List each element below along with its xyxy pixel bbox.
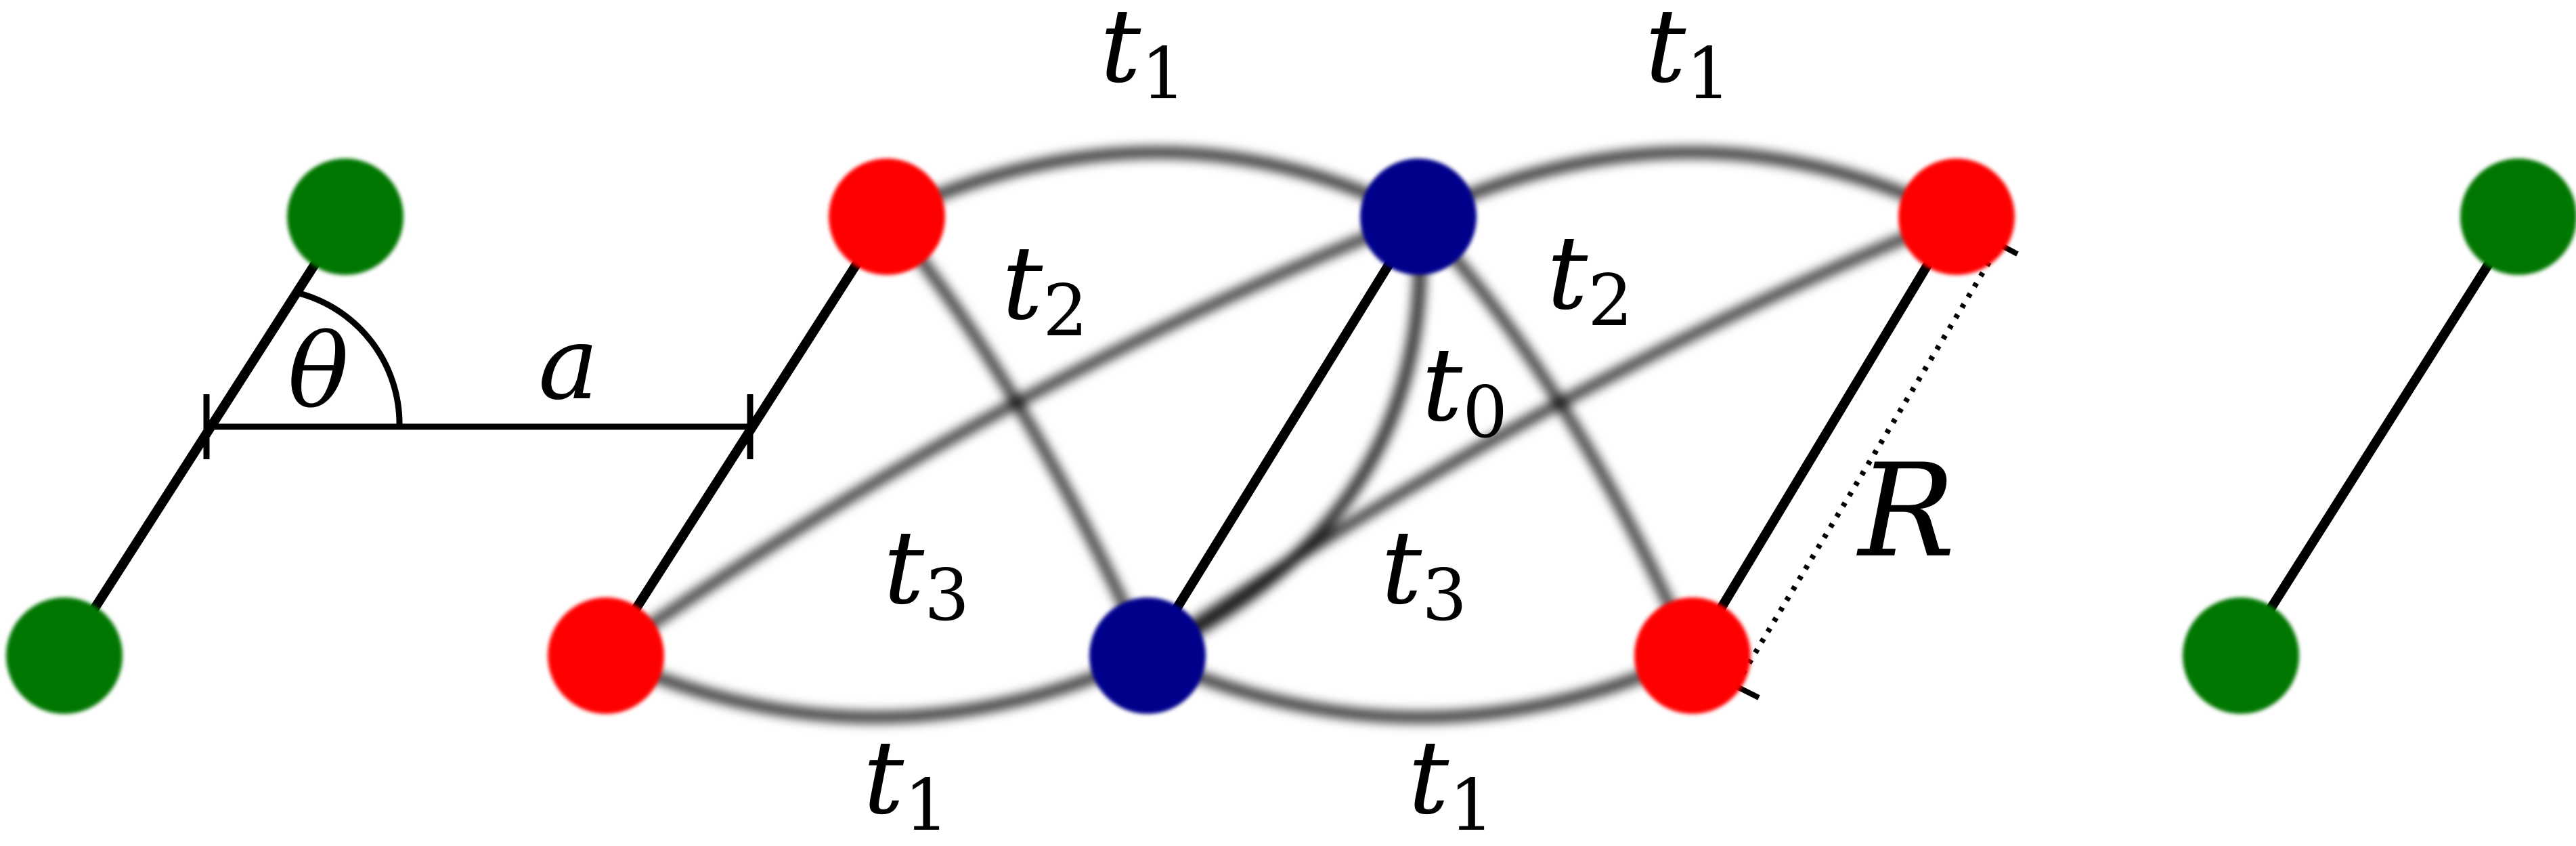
label-t1-bottom-right: t1 <box>1408 719 1494 846</box>
label-t2-left: t2 <box>1002 225 1088 352</box>
t0-curve <box>1141 211 1426 662</box>
t3-left-line <box>601 211 1424 661</box>
site-red-right-bottom <box>1634 597 1751 714</box>
bond-right-outer <box>2236 212 2523 660</box>
bond-red-right <box>1688 212 1961 660</box>
lattice-sites <box>6 158 2576 714</box>
t2-left-line <box>881 211 1153 661</box>
hopping-labels: t1 t1 t2 t2 t0 t3 t3 t1 t1 <box>863 0 1731 846</box>
label-theta: θ <box>288 313 349 431</box>
site-red-left-top <box>829 158 945 275</box>
site-outer-left-top <box>287 158 403 275</box>
theta-angle-arc <box>295 289 403 427</box>
label-t1-bottom-left: t1 <box>863 719 949 846</box>
label-t1-top-right: t1 <box>1645 0 1731 115</box>
hopping-paths <box>601 147 1962 723</box>
bond-blue <box>1143 212 1423 660</box>
t1-top-right-arc <box>1413 147 1962 222</box>
lattice-constant-marker <box>203 394 754 459</box>
label-R: R <box>1856 436 1955 586</box>
site-red-right-top <box>1898 158 2015 275</box>
label-t0: t0 <box>1422 326 1508 454</box>
dimer-bonds <box>60 212 2523 660</box>
site-blue-top <box>1360 158 1477 275</box>
site-blue-bottom <box>1089 597 1206 714</box>
site-red-left-bottom <box>548 597 664 714</box>
t2-right-line <box>1413 211 1698 661</box>
site-outer-right-top <box>2460 158 2576 275</box>
label-t3-left: t3 <box>883 509 969 637</box>
t1-top-left-arc <box>881 147 1424 222</box>
site-outer-right-bottom <box>2183 597 2299 714</box>
t1-bottom-right-arc <box>1142 650 1698 723</box>
site-outer-left-bottom <box>6 597 123 714</box>
t1-bottom-left-arc <box>601 650 1153 723</box>
label-t3-right: t3 <box>1381 509 1467 637</box>
bond-red-left <box>601 212 892 660</box>
label-t1-top-left: t1 <box>1100 0 1186 115</box>
label-t2-right: t2 <box>1547 215 1633 342</box>
label-a: a <box>538 305 598 423</box>
